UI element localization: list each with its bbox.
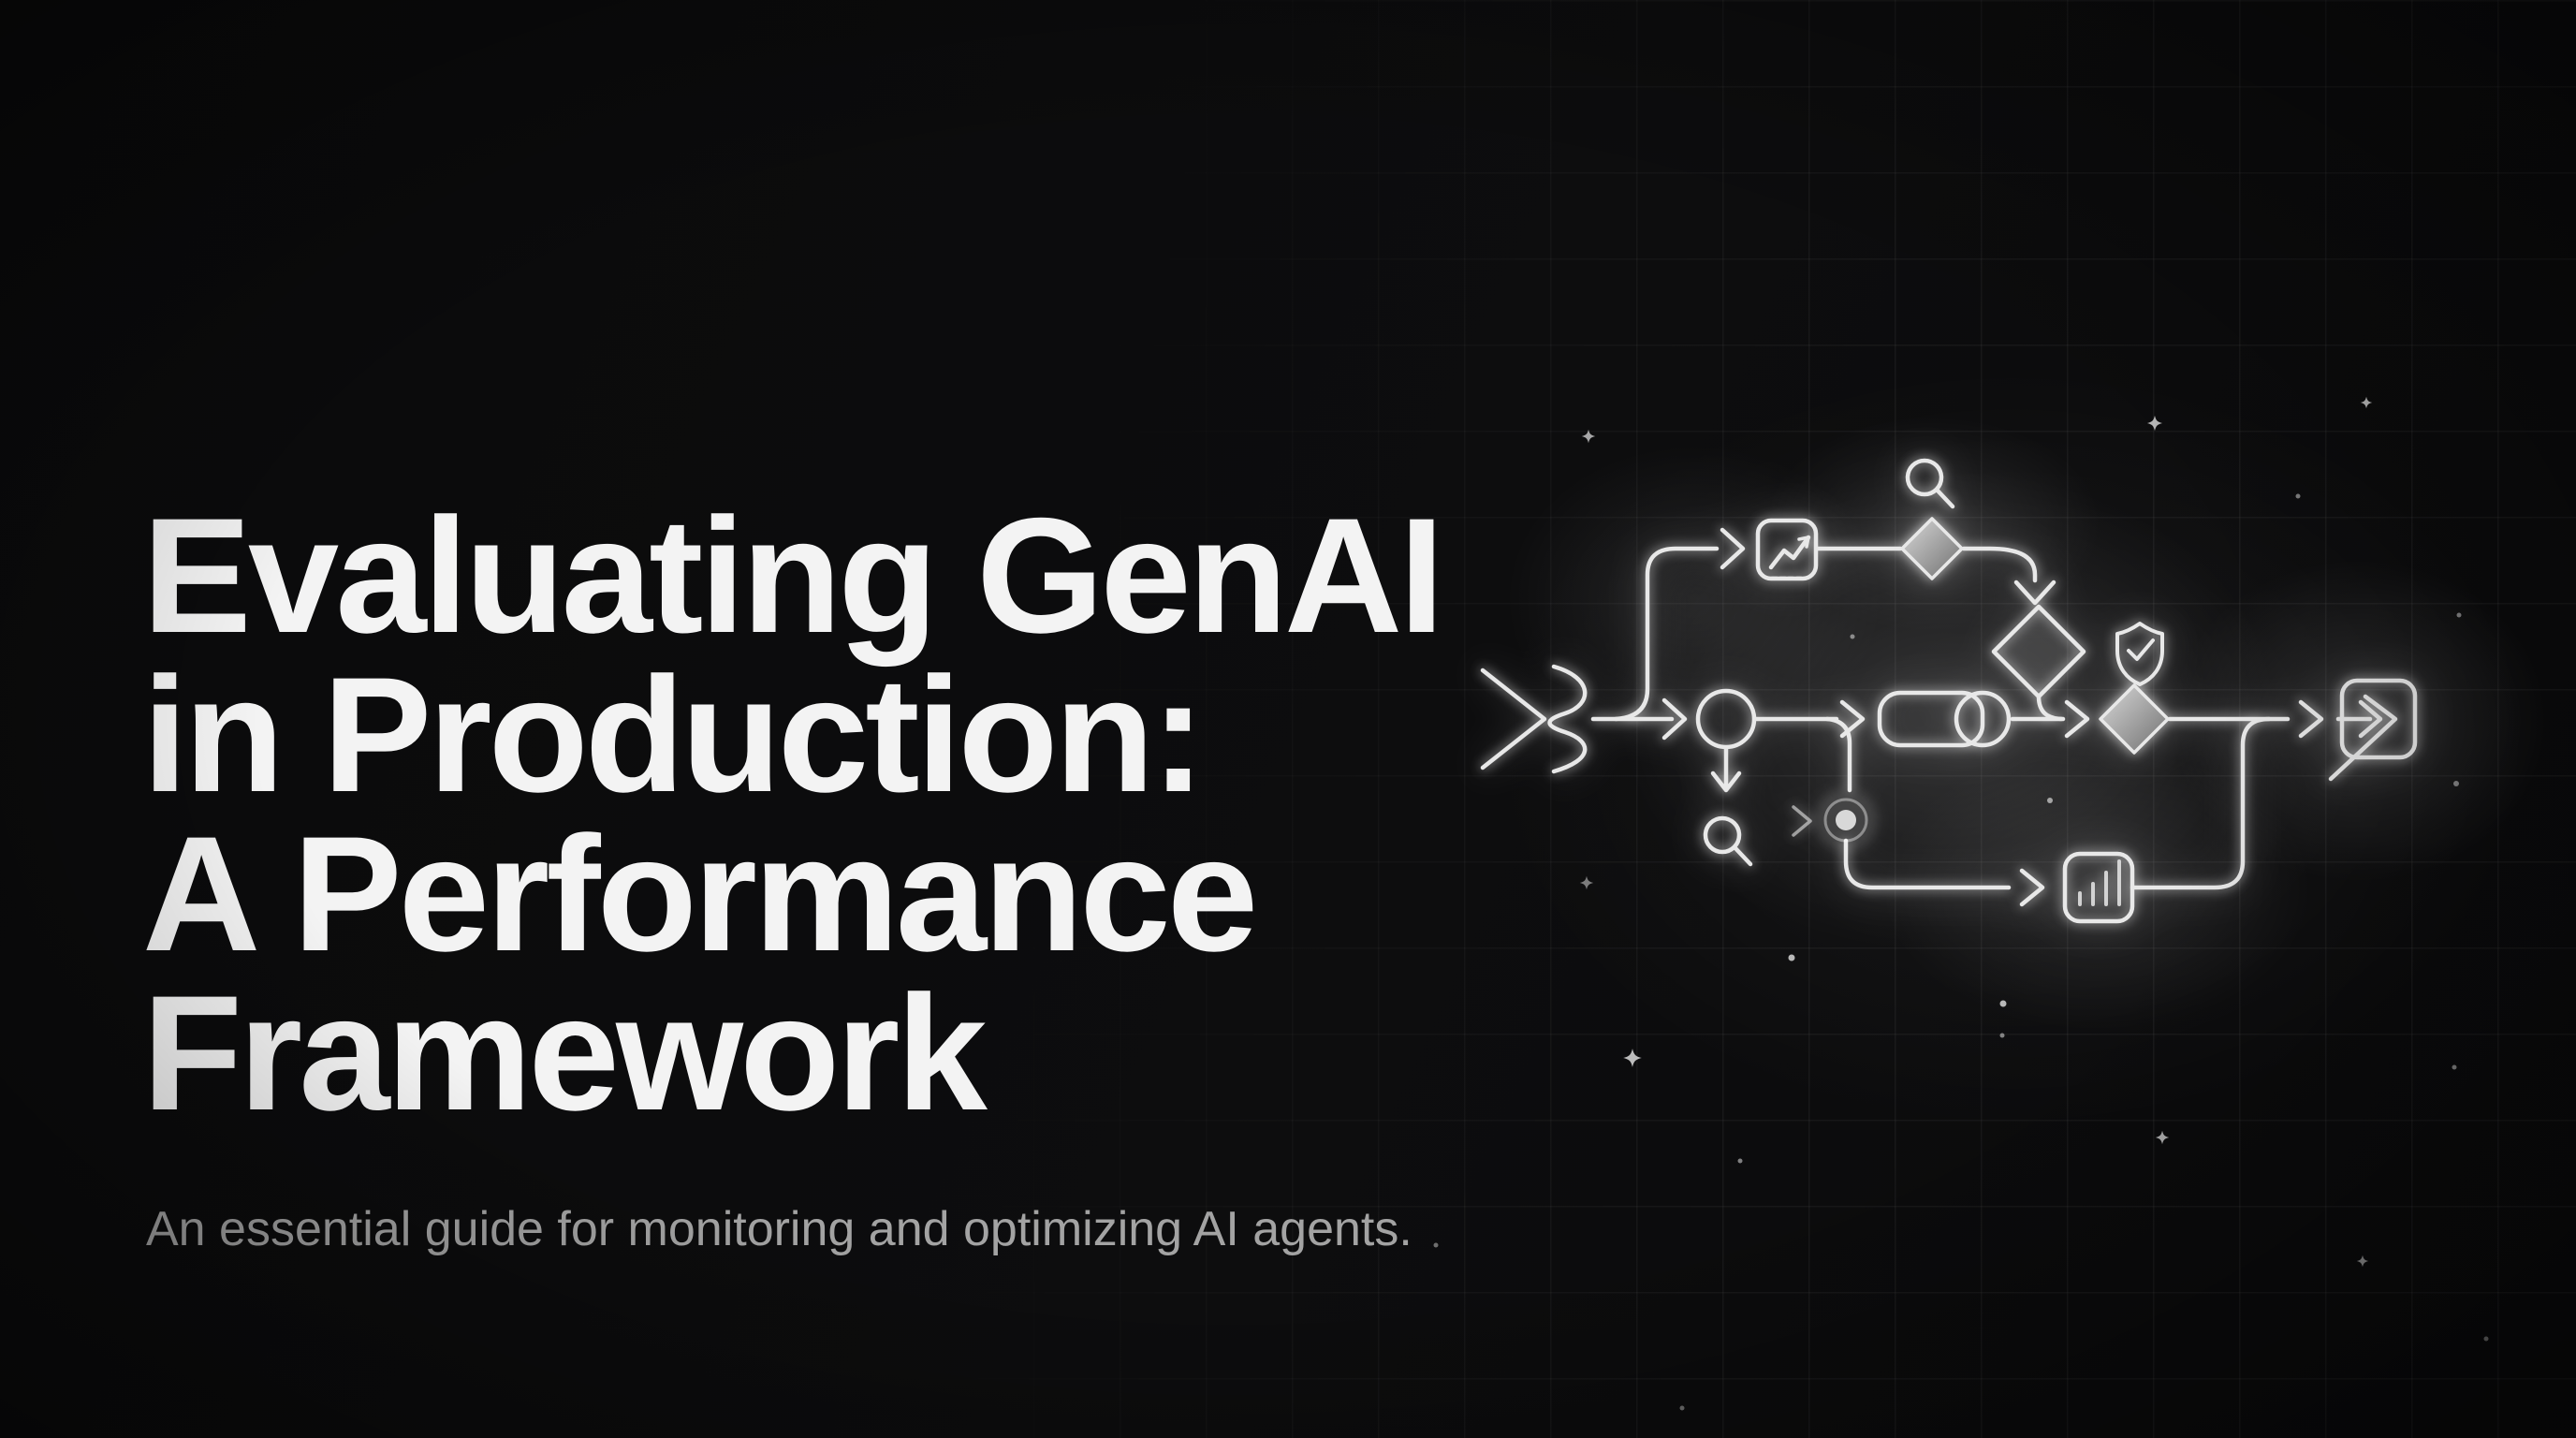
trace-dot-node <box>1814 788 1878 852</box>
title-line-1: Evaluating GenAI <box>142 485 1444 668</box>
flow-glow-left <box>1432 384 1956 814</box>
title-line-3: A Performance <box>142 803 1258 986</box>
hero-text-block: Evaluating GenAI in Production: A Perfor… <box>142 485 1444 1145</box>
page-title: Evaluating GenAI in Production: A Perfor… <box>142 485 1444 1145</box>
sparkle-field <box>1433 396 2489 1411</box>
title-line-2: in Production: <box>142 644 1206 827</box>
title-line-4: Framework <box>142 962 988 1145</box>
flowchart-illustration <box>1433 396 2489 1411</box>
subtitle: An essential guide for monitoring and op… <box>146 1202 1412 1256</box>
